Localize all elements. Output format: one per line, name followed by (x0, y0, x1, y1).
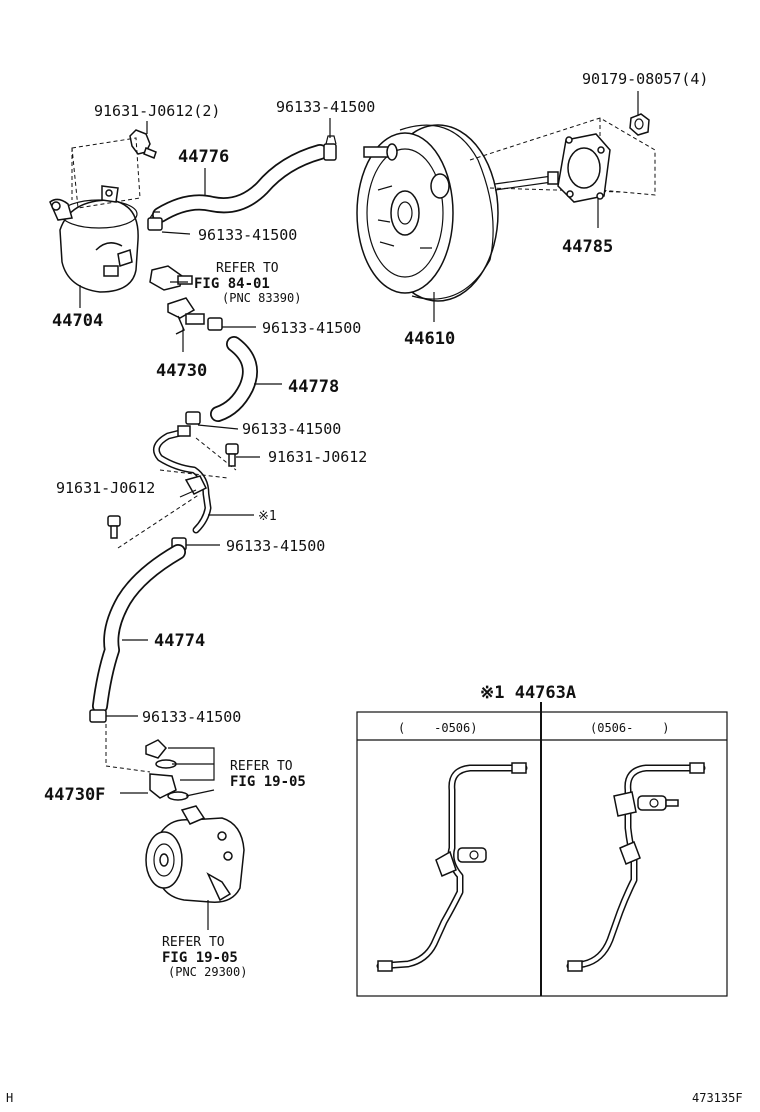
refer3-line1: REFER TO (162, 935, 225, 950)
label-91631-mid: 91631-J0612 (268, 448, 367, 466)
label-44778: 44778 (288, 377, 339, 397)
label-91631-left: 91631-J0612 (56, 479, 155, 497)
reservoir-tank-44704 (49, 129, 157, 293)
label-44776: 44776 (178, 147, 229, 167)
refer1-line2: FIG 84-01 (194, 276, 270, 292)
label-44704: 44704 (52, 311, 103, 331)
clip-96133-6 (89, 709, 107, 723)
label-96133-top: 96133-41500 (276, 98, 375, 116)
bolt-91631-mid (225, 443, 239, 467)
refer2-line2: FIG 19-05 (230, 774, 306, 790)
power-steering-pump (145, 805, 245, 903)
corner-right-code: 473135F (692, 1091, 743, 1105)
refer2-line1: REFER TO (230, 759, 293, 774)
label-44774: 44774 (154, 631, 205, 651)
label-44730: 44730 (156, 361, 207, 381)
union-44730 (167, 297, 205, 335)
pressure-switch (149, 265, 193, 291)
label-44610: 44610 (404, 329, 455, 349)
brake-booster-44610 (356, 124, 559, 302)
bolt-91631-left (107, 515, 121, 539)
label-inset-col2: (0506- ) (590, 721, 669, 735)
reservoir-dashed-box (71, 137, 141, 209)
clip-96133-3 (207, 317, 223, 331)
refer3-line2: FIG 19-05 (162, 950, 238, 966)
clip-96133-2 (147, 211, 163, 231)
hose-44778 (210, 336, 258, 422)
label-44730F: 44730F (44, 785, 105, 805)
clip-96133-4 (185, 411, 201, 425)
leader-lines (79, 91, 639, 930)
refer1-line1: REFER TO (216, 261, 279, 276)
gasket-44785 (557, 133, 611, 203)
hose-44774 (92, 544, 186, 714)
label-96133-6: 96133-41500 (142, 708, 241, 726)
label-mark1: ※1 (258, 509, 277, 524)
refer3-line3: (PNC 29300) (168, 965, 247, 979)
label-91631-top: 91631-J0612(2) (94, 102, 220, 120)
label-96133-5: 96133-41500 (226, 537, 325, 555)
label-96133-3: 96133-41500 (262, 319, 361, 337)
refer1-line3: (PNC 83390) (222, 291, 301, 305)
nut-90179 (629, 113, 650, 136)
label-inset-col1: ( -0506) (398, 721, 477, 735)
inset-variants-box (356, 702, 728, 997)
pump-fittings (105, 724, 215, 801)
label-96133-2: 96133-41500 (198, 226, 297, 244)
corner-left-code: H (6, 1091, 13, 1105)
label-44785: 44785 (562, 237, 613, 257)
label-96133-4: 96133-41500 (242, 420, 341, 438)
part-labels: 90179-08057(4) 91631-J0612(2) 96133-4150… (6, 70, 743, 1105)
label-90179: 90179-08057(4) (582, 70, 708, 88)
clip-96133-top (323, 135, 337, 161)
pipe-44763a (152, 425, 212, 534)
hose-44776 (152, 144, 328, 223)
label-inset-title: ※1 44763A (480, 683, 576, 703)
